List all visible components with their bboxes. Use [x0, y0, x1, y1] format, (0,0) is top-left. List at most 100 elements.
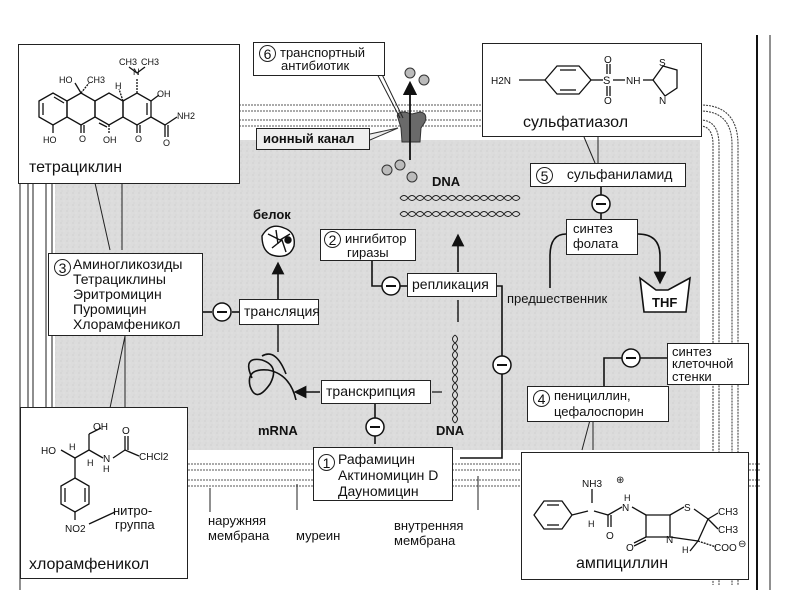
tc-atom-ho-bottom: HO	[43, 135, 57, 145]
cellwall-line-2: клеточной	[672, 356, 734, 371]
chl-atom-no2: NO2	[65, 524, 86, 535]
ion-channel-protein	[396, 111, 427, 143]
tc-atom-ch3-right: CH3	[141, 57, 159, 67]
tc-atom-o-left: O	[79, 134, 86, 144]
amp-charge-plus: ⊕	[616, 475, 624, 486]
chloramphenicol-structure: OH HO H H N H O CHCl2 NO2	[41, 422, 169, 535]
gyrase-line-2: гиразы	[347, 245, 389, 260]
callout-lines	[94, 136, 599, 512]
amp-atom-o-amide: O	[606, 531, 614, 542]
tc-atom-h: H	[115, 81, 122, 91]
sulfa-atom-h2n: H2N	[491, 76, 511, 87]
number-badge: 1	[318, 454, 335, 471]
chl-atom-nh: H	[103, 464, 110, 474]
membrane-right	[699, 104, 739, 585]
tetracycline-name: тетрациклин	[29, 159, 123, 176]
chl-atom-ho: HO	[41, 446, 56, 457]
number-badge: 2	[324, 231, 341, 248]
tc-atom-oh-bottom: OH	[103, 135, 117, 145]
protein-label: белок	[253, 207, 291, 222]
cytoplasm-region	[55, 140, 700, 450]
sulfanilamide-box: 5 сульфаниламид	[530, 163, 686, 187]
antibiotic-particles	[381, 67, 430, 183]
amp-atom-s: S	[684, 503, 691, 514]
dna-helix-vertical	[452, 334, 458, 424]
chl-atom-o: O	[122, 426, 130, 437]
sulfathiazole-structure: H2N S O O NH S N	[491, 55, 678, 104]
sulfa-atom-o-top: O	[604, 55, 612, 66]
chl-atom-h2: H	[87, 458, 94, 468]
translation-label: трансляция	[244, 303, 320, 319]
replication-box: репликация	[407, 273, 497, 297]
ion-channel-label: ионный канал	[263, 131, 355, 146]
sulfathiazole-box: H2N S O O NH S N сульфатиазол	[482, 43, 702, 137]
gyrase-line-1: ингибитор	[345, 230, 407, 246]
ampicillin-box: NH3 ⊕ H O N H S N O CH3 CH3 H COO ⊖ ампи…	[521, 452, 749, 580]
tetracycline-structure: HO CH3 H N CH3 CH3 OH NH2 O HO O OH O	[38, 57, 195, 148]
precursor-label: предшественник	[507, 291, 608, 306]
group3-item: Тетрациклины	[73, 271, 166, 287]
dna-label-top: DNA	[432, 174, 461, 189]
amp-atom-h-alpha: H	[588, 519, 595, 529]
sulfathiazole-name: сульфатиазол	[523, 114, 629, 131]
tc-atom-n: N	[133, 67, 140, 77]
chl-atom-h1: H	[69, 442, 76, 452]
beta-lactam-box: 4 пенициллин, цефалоспорин	[527, 386, 669, 422]
nitro-label-1: нитро-	[113, 503, 153, 518]
transcription-label: транскрипция	[326, 383, 416, 399]
group1-item: Рафамицин	[338, 451, 415, 467]
folate-line-1: синтез	[573, 221, 613, 236]
group1-item: Дауномицин	[338, 483, 419, 499]
tetracycline-box: HO CH3 H N CH3 CH3 OH NH2 O HO O OH O те…	[18, 44, 240, 184]
amp-atom-n-ring: N	[666, 535, 673, 546]
thf-label: THF	[652, 295, 678, 310]
murein-label: муреин	[296, 528, 341, 543]
amp-atom-nh3: NH3	[582, 479, 602, 490]
dna-helix-horizontal	[399, 195, 521, 217]
tc-atom-ch3: CH3	[87, 75, 105, 85]
sulfa-atom-o-bottom: O	[604, 96, 612, 104]
amp-charge-minus: ⊖	[738, 539, 746, 550]
ion-channel-label-box: ионный канал	[256, 128, 370, 150]
group4-line-2: цефалоспорин	[554, 404, 644, 419]
nitro-label-2: группа	[115, 517, 155, 532]
number-badge: 4	[533, 390, 550, 407]
dna-label-bottom: DNA	[436, 423, 465, 438]
group1-item: Актиномицин D	[338, 467, 439, 483]
chloramphenicol-name: хлорамфеникол	[29, 556, 150, 573]
outer-membrane-label-1: наружняя	[208, 513, 267, 528]
ampicillin-name: ампициллин	[576, 555, 669, 572]
group3-item: Пуромицин	[73, 301, 147, 317]
transcription-inhibitors-box: 1 Рафамицин Актиномицин D Дауномицин	[313, 447, 453, 501]
amp-atom-ch3-b: CH3	[718, 525, 738, 536]
cell-wall-synthesis-box: синтез клеточной стенки	[667, 343, 749, 385]
tc-atom-o-amide: O	[163, 138, 170, 148]
sulfanilamide-label: сульфаниламид	[566, 166, 673, 183]
cellwall-line-1: синтез	[672, 344, 712, 359]
amp-atom-h-ring: H	[682, 545, 689, 553]
group4-line-1: пенициллин,	[554, 388, 631, 403]
transport-line-2: антибиотик	[281, 58, 350, 73]
transport-line-1: транспортный	[280, 44, 366, 60]
number-badge: 3	[54, 259, 71, 276]
folate-line-2: фолата	[573, 236, 619, 251]
amp-atom-ch3-a: CH3	[718, 507, 738, 518]
group3-item: Аминогликозиды	[73, 256, 183, 272]
group3-item: Хлорамфеникол	[73, 316, 181, 332]
folate-synthesis-box: синтез фолата	[566, 219, 638, 255]
ion-channel-callout	[369, 127, 399, 141]
outer-membrane-label-2: мембрана	[208, 528, 270, 543]
number-badge: 5	[536, 167, 553, 184]
number-badge: 6	[259, 45, 276, 62]
chl-atom-chcl2: CHCl2	[139, 452, 169, 463]
amp-atom-coo: COO	[714, 543, 737, 553]
thf-receptacle	[638, 276, 691, 313]
chl-atom-n: N	[103, 454, 110, 465]
cellwall-line-3: стенки	[672, 369, 712, 384]
mrna-label: mRNA	[258, 423, 298, 438]
ampicillin-structure: NH3 ⊕ H O N H S N O CH3 CH3 H COO ⊖	[533, 475, 746, 553]
tc-atom-o-right: O	[135, 134, 142, 144]
